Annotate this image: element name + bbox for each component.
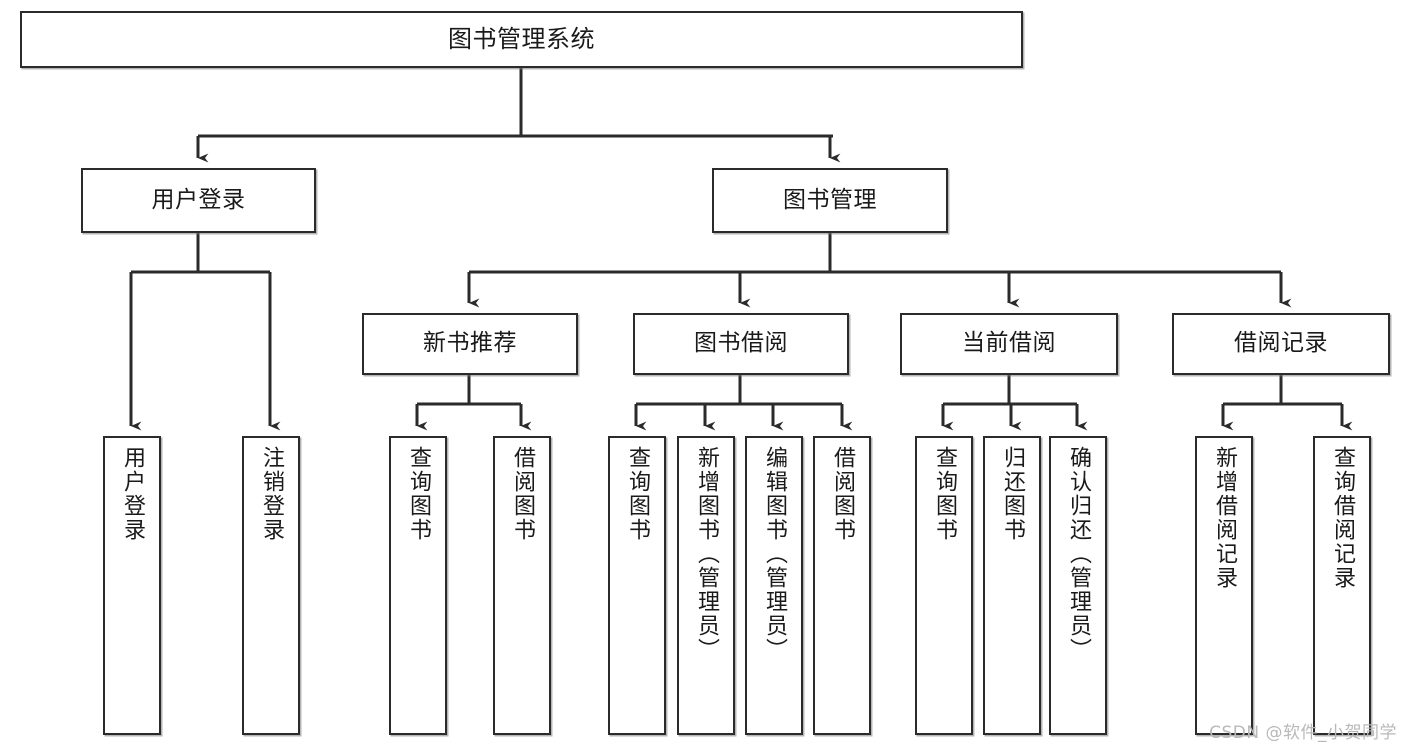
node-new-book-recommend[interactable]: 新书推荐 xyxy=(362,313,578,375)
node-label: 新增图书（管理员） xyxy=(694,446,719,662)
node-label: 图书管理系统 xyxy=(448,25,595,54)
leaf-add-book-admin[interactable]: 新增图书（管理员） xyxy=(677,436,735,735)
node-label: 查询借阅记录 xyxy=(1330,446,1355,590)
node-label: 注销登录 xyxy=(259,446,284,542)
node-label: 用户登录 xyxy=(151,186,246,213)
csdn-watermark: CSDN @软件_小贺同学 xyxy=(1209,723,1397,743)
leaf-user-login[interactable]: 用户登录 xyxy=(103,436,161,735)
leaf-confirm-return-admin[interactable]: 确认归还（管理员） xyxy=(1049,436,1107,735)
leaf-edit-book-admin[interactable]: 编辑图书（管理员） xyxy=(745,436,803,735)
node-label: 查询图书 xyxy=(406,446,431,542)
leaf-query-book-borrow[interactable]: 查询图书 xyxy=(608,436,666,735)
node-label: 归还图书 xyxy=(1000,446,1025,542)
node-label: 图书借阅 xyxy=(694,330,788,357)
node-label: 新增借阅记录 xyxy=(1212,446,1237,590)
node-label: 借阅图书 xyxy=(830,446,855,542)
node-borrow-record[interactable]: 借阅记录 xyxy=(1172,313,1390,375)
node-label: 用户登录 xyxy=(120,446,145,542)
node-label: 借阅记录 xyxy=(1234,330,1328,357)
leaf-query-book-recommend[interactable]: 查询图书 xyxy=(389,436,447,735)
node-user-login[interactable]: 用户登录 xyxy=(81,168,316,233)
node-label: 借阅图书 xyxy=(510,446,535,542)
node-label: 图书管理 xyxy=(783,186,877,213)
leaf-user-logout[interactable]: 注销登录 xyxy=(242,436,300,735)
leaf-borrow-book[interactable]: 借阅图书 xyxy=(813,436,871,735)
node-root-system[interactable]: 图书管理系统 xyxy=(20,11,1023,68)
leaf-add-borrow-record[interactable]: 新增借阅记录 xyxy=(1195,436,1253,735)
node-label: 新书推荐 xyxy=(423,330,517,357)
node-label: 确认归还（管理员） xyxy=(1066,446,1091,662)
node-label: 查询图书 xyxy=(932,446,957,542)
node-label: 查询图书 xyxy=(625,446,650,542)
node-label: 编辑图书（管理员） xyxy=(762,446,787,662)
leaf-return-book[interactable]: 归还图书 xyxy=(983,436,1041,735)
node-book-manage[interactable]: 图书管理 xyxy=(712,168,948,233)
node-label: 当前借阅 xyxy=(962,330,1056,357)
node-current-borrow[interactable]: 当前借阅 xyxy=(900,313,1118,375)
leaf-query-borrow-record[interactable]: 查询借阅记录 xyxy=(1313,436,1371,735)
leaf-borrow-book-recommend[interactable]: 借阅图书 xyxy=(493,436,551,735)
leaf-query-book-current[interactable]: 查询图书 xyxy=(915,436,973,735)
node-book-borrow[interactable]: 图书借阅 xyxy=(633,313,849,375)
